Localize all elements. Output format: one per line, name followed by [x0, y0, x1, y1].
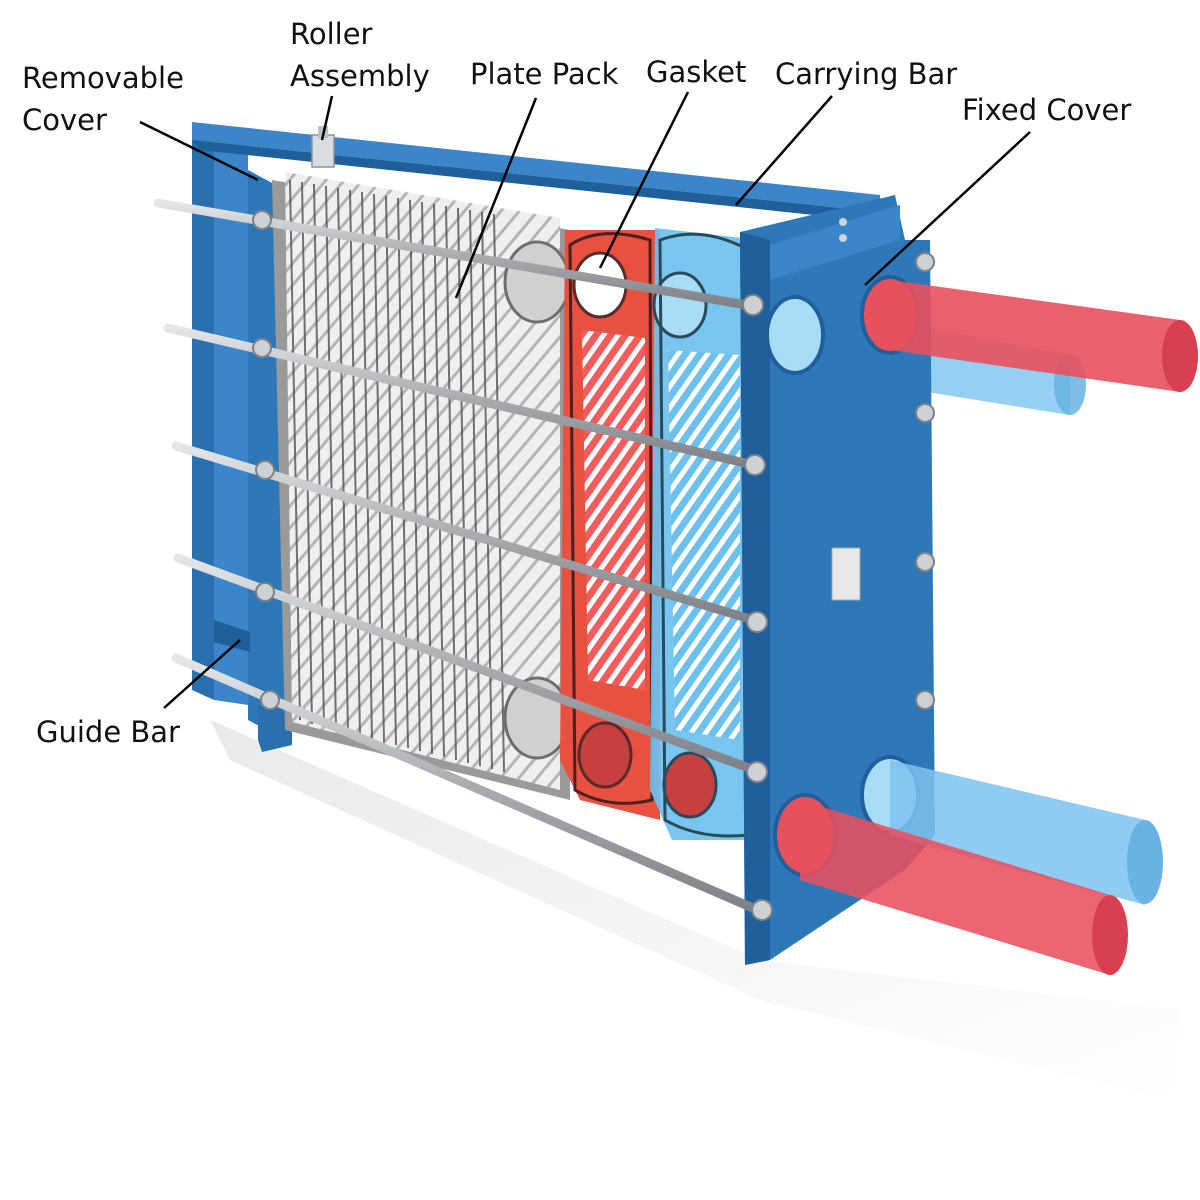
label-roller-assembly-line2: Assembly	[290, 59, 430, 93]
leader-fixed-cover	[864, 131, 1031, 286]
hot-pipe-lower	[800, 800, 1128, 975]
label-gasket: Gasket	[646, 55, 746, 89]
label-fixed-cover: Fixed Cover	[962, 93, 1131, 127]
leader-removable-cover	[139, 120, 259, 182]
leader-carrying-bar	[735, 95, 833, 206]
floor-shadow	[210, 720, 1180, 1100]
label-removable-cover-line1: Removable	[22, 61, 184, 95]
bolts	[252, 210, 935, 921]
plate-pack	[272, 172, 571, 800]
plate-blue	[650, 228, 760, 840]
guide-bar	[214, 630, 250, 652]
labels: Removable Cover Roller Assembly Plate Pa…	[22, 17, 1131, 749]
carrying-bar	[192, 122, 880, 222]
label-guide-bar: Guide Bar	[36, 715, 180, 749]
cold-pipe-lower	[890, 760, 1163, 905]
leader-roller-assembly	[320, 95, 334, 141]
label-removable-cover-line2: Cover	[22, 103, 107, 137]
fixed-cover	[740, 195, 935, 965]
label-plate-pack: Plate Pack	[470, 57, 619, 91]
gasket-plate-red	[560, 230, 660, 820]
label-roller-assembly-line1: Roller	[290, 17, 373, 51]
leader-lines	[139, 91, 1031, 709]
hot-pipe-upper	[890, 280, 1198, 392]
leader-guide-bar	[163, 639, 241, 709]
leader-gasket	[598, 91, 690, 269]
leader-plate-pack	[454, 97, 538, 299]
label-carrying-bar: Carrying Bar	[775, 57, 957, 91]
